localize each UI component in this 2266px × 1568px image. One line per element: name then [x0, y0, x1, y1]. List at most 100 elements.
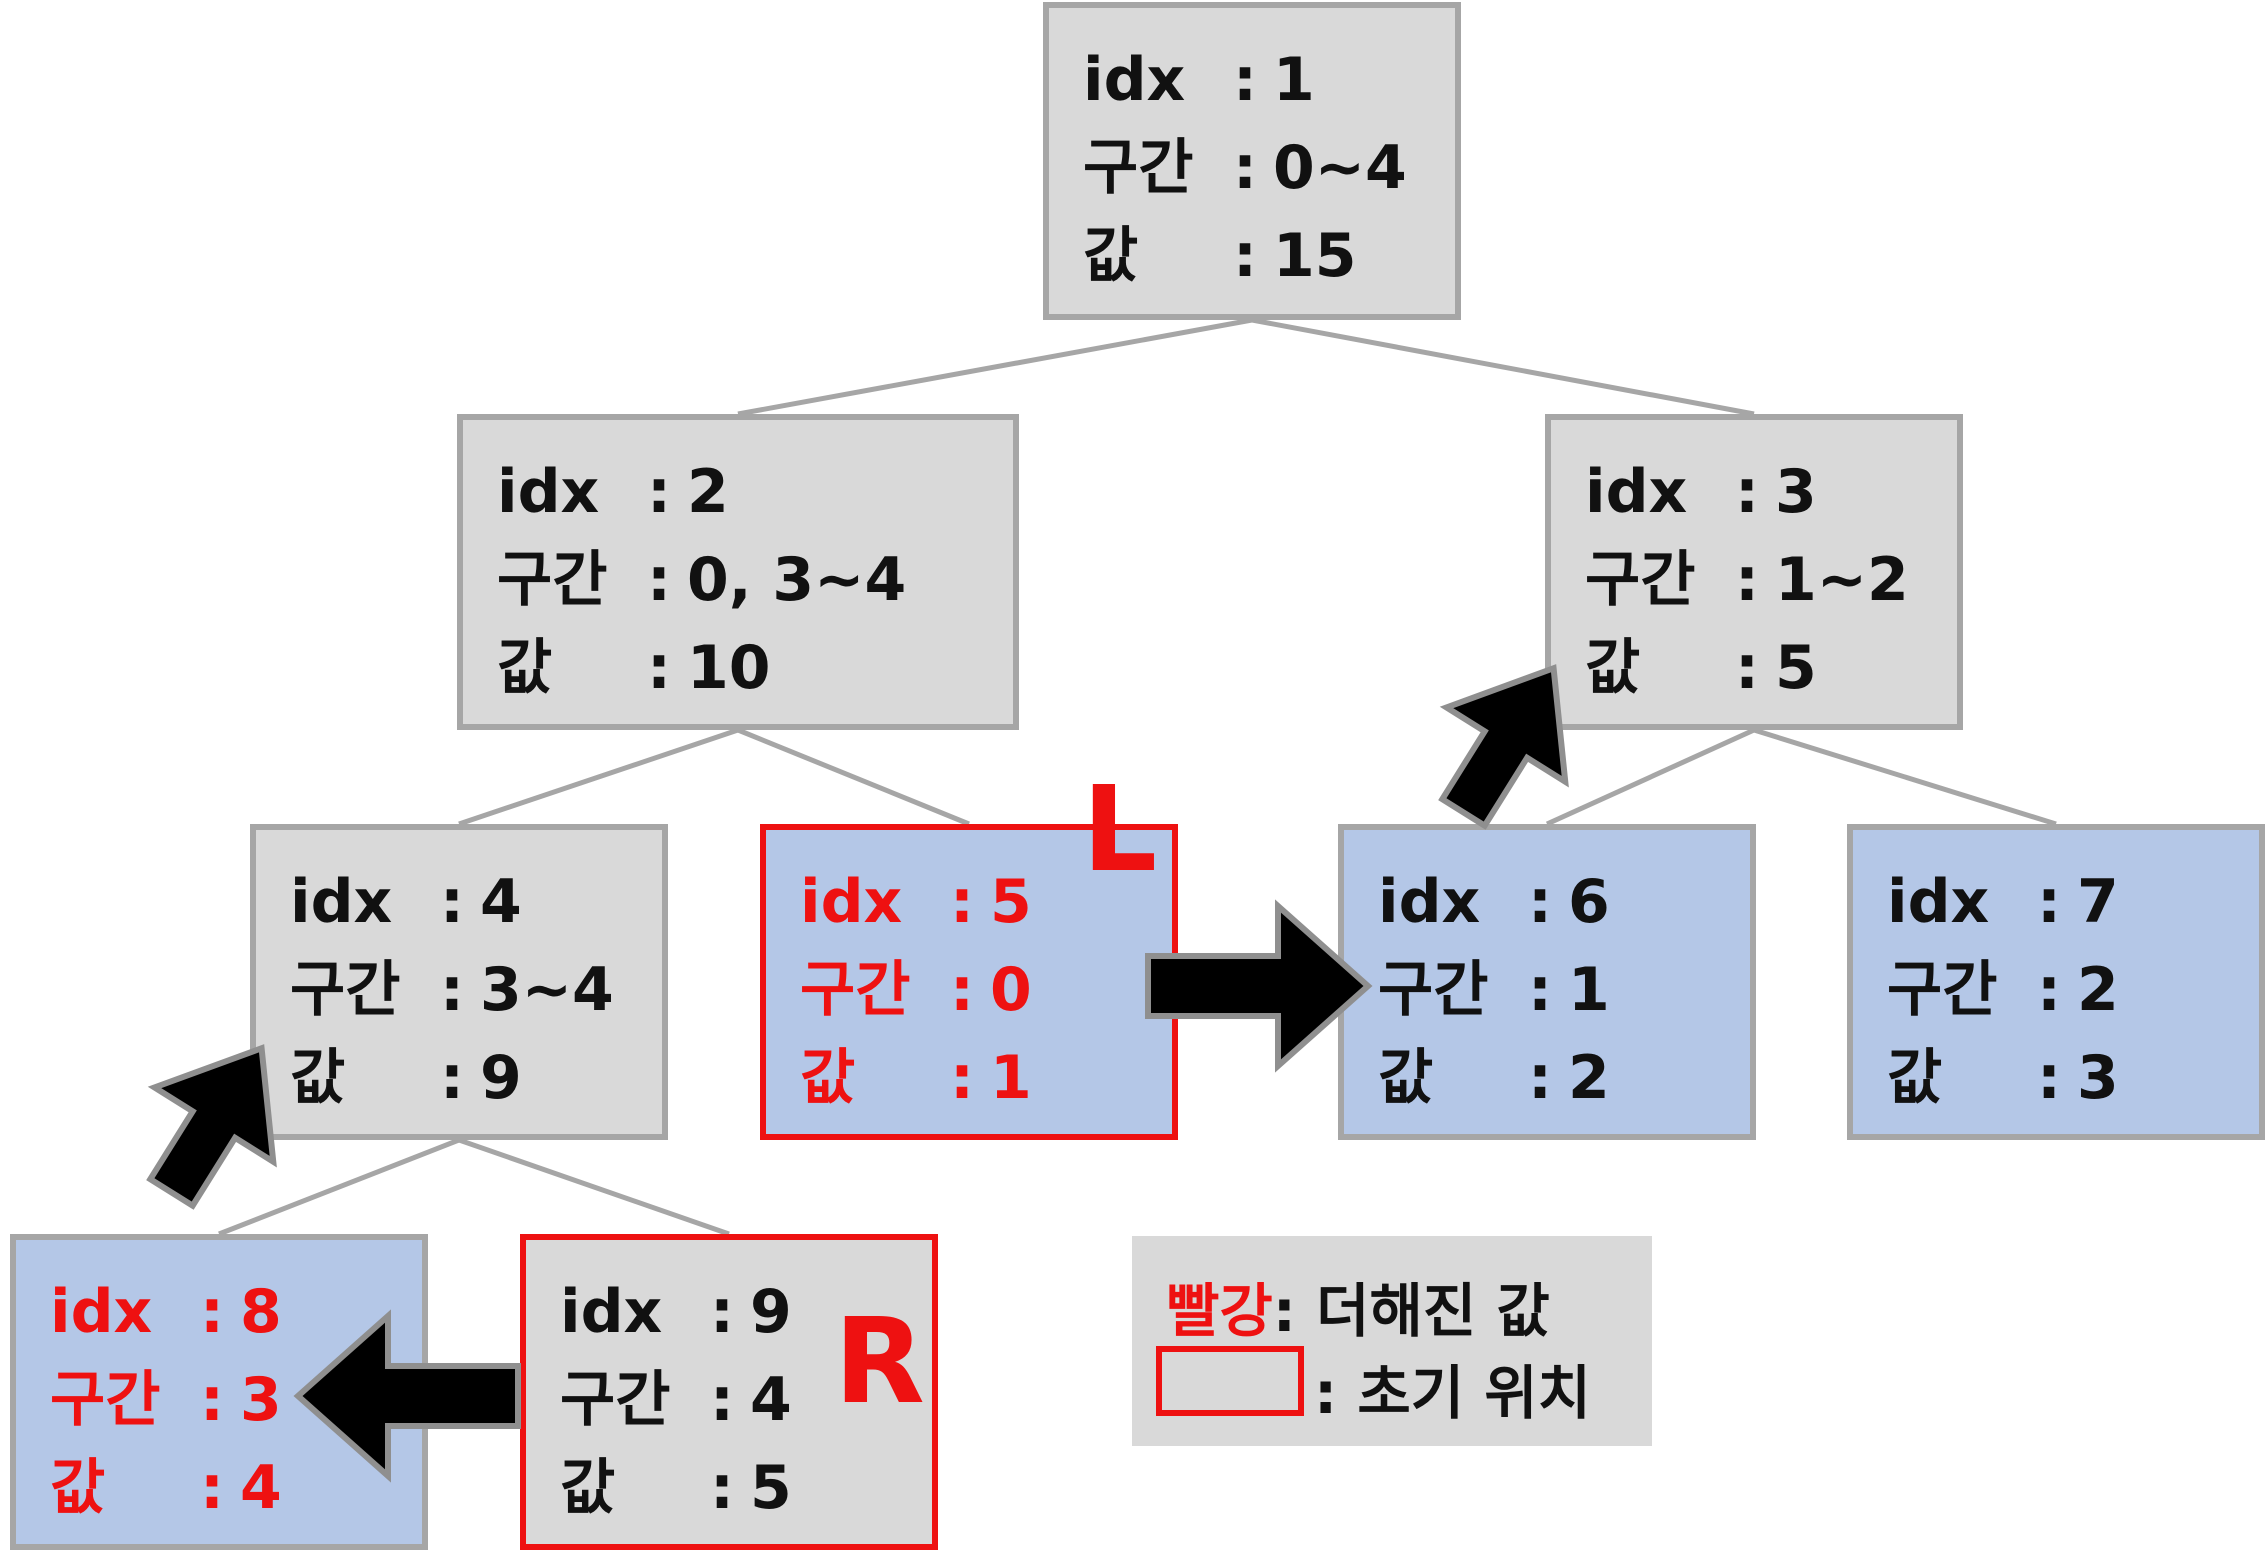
tree-edge-3-6: [1545, 727, 1756, 827]
node-range: 0, 3~4: [687, 545, 907, 615]
node-value-row: 값:9: [290, 1034, 662, 1122]
node-idx-separator: :: [950, 867, 974, 937]
node-range-row: 구간:0, 3~4: [497, 536, 1013, 624]
node-idx-label: idx: [1378, 867, 1481, 937]
node-idx: 1: [1273, 45, 1315, 115]
node-value-row: 값:5: [560, 1444, 932, 1532]
node-range-separator: :: [2037, 955, 2061, 1025]
node-idx-row: idx:7: [1887, 858, 2259, 946]
node-range: 3~4: [480, 955, 614, 1025]
legend-added-text: : 더해진 값: [1272, 1277, 1550, 1345]
node-value-label: 값: [1083, 221, 1139, 291]
node-value-separator: :: [440, 1043, 464, 1113]
node-idx: 3: [1775, 457, 1817, 527]
node-value-row: 값:5: [1585, 624, 1957, 712]
node-idx-label: idx: [290, 867, 393, 937]
node-idx-separator: :: [440, 867, 464, 937]
node-range-row: 구간:1~2: [1585, 536, 1957, 624]
node-value: 9: [480, 1043, 522, 1113]
node-idx-separator: :: [647, 457, 671, 527]
node-range-label: 구간: [497, 545, 608, 615]
node-idx-row: idx:8: [50, 1268, 422, 1356]
node-range-row: 구간:3~4: [290, 946, 662, 1034]
node-value-separator: :: [2037, 1043, 2061, 1113]
tree-edge-2-5: [737, 727, 970, 827]
legend-start-text: : 초기 위치: [1314, 1359, 1592, 1427]
node-idx-separator: :: [710, 1277, 734, 1347]
node-value-label: 값: [560, 1453, 616, 1523]
node-range-label: 구간: [1378, 955, 1489, 1025]
tree-edge-2-4: [458, 727, 739, 827]
node-value-row: 값:3: [1887, 1034, 2259, 1122]
node-range-row: 구간:3: [50, 1356, 422, 1444]
node-idx-label: idx: [1887, 867, 1990, 937]
node-value-label: 값: [497, 633, 553, 703]
node-range-row: 구간:0: [800, 946, 1172, 1034]
node-range: 1~2: [1775, 545, 1909, 615]
node-range-label: 구간: [560, 1365, 671, 1435]
node-idx-separator: :: [200, 1277, 224, 1347]
node-value-separator: :: [1233, 221, 1257, 291]
node-value-label: 값: [1585, 633, 1641, 703]
node-value-label: 값: [290, 1043, 346, 1113]
node-idx-label: idx: [1083, 45, 1186, 115]
node-idx: 4: [480, 867, 522, 937]
node-range-separator: :: [647, 545, 671, 615]
node-idx-label: idx: [800, 867, 903, 937]
node-idx-row: idx:6: [1378, 858, 1750, 946]
node-value-row: 값:10: [497, 624, 1013, 712]
node-range-label: 구간: [1083, 133, 1194, 203]
node-value-row: 값:15: [1083, 212, 1455, 300]
node-value-label: 값: [800, 1043, 856, 1113]
node-range: 0: [990, 955, 1032, 1025]
tree-edge-3-7: [1753, 727, 2057, 827]
legend-red-word: 빨강: [1166, 1277, 1273, 1345]
node-value-label: 값: [1378, 1043, 1434, 1113]
node-value-separator: :: [1735, 633, 1759, 703]
node-value-row: 값:2: [1378, 1034, 1750, 1122]
node-range-separator: :: [440, 955, 464, 1025]
node-value: 5: [1775, 633, 1817, 703]
node-range: 2: [2077, 955, 2119, 1025]
node-range-separator: :: [710, 1365, 734, 1435]
node-idx-separator: :: [1233, 45, 1257, 115]
node-value: 4: [240, 1453, 282, 1523]
tree-edge-1-3: [1251, 317, 1755, 417]
node-range-label: 구간: [800, 955, 911, 1025]
node-value-row: 값:1: [800, 1034, 1172, 1122]
node-range-label: 구간: [290, 955, 401, 1025]
node-idx-separator: :: [1528, 867, 1552, 937]
node-idx: 5: [990, 867, 1032, 937]
node-range: 0~4: [1273, 133, 1407, 203]
tree-edge-1-2: [737, 317, 1253, 417]
node-idx: 8: [240, 1277, 282, 1347]
node-range-row: 구간:1: [1378, 946, 1750, 1034]
node-range-row: 구간:4: [560, 1356, 932, 1444]
node-idx: 2: [687, 457, 729, 527]
tree-edge-4-9: [458, 1137, 730, 1237]
node-value-separator: :: [950, 1043, 974, 1113]
node-range-row: 구간:0~4: [1083, 124, 1455, 212]
node-value: 10: [687, 633, 771, 703]
node-idx-label: idx: [1585, 457, 1688, 527]
node-value-separator: :: [710, 1453, 734, 1523]
node-value: 2: [1568, 1043, 1610, 1113]
node-idx-label: idx: [497, 457, 600, 527]
legend: 빨강: 더해진 값 : 초기 위치: [1132, 1236, 1652, 1446]
node-range-separator: :: [1233, 133, 1257, 203]
node-value: 1: [990, 1043, 1032, 1113]
node-value-separator: :: [647, 633, 671, 703]
node-value: 3: [2077, 1043, 2119, 1113]
node-range-separator: :: [200, 1365, 224, 1435]
node-value-row: 값:4: [50, 1444, 422, 1532]
node-range-row: 구간:2: [1887, 946, 2259, 1034]
